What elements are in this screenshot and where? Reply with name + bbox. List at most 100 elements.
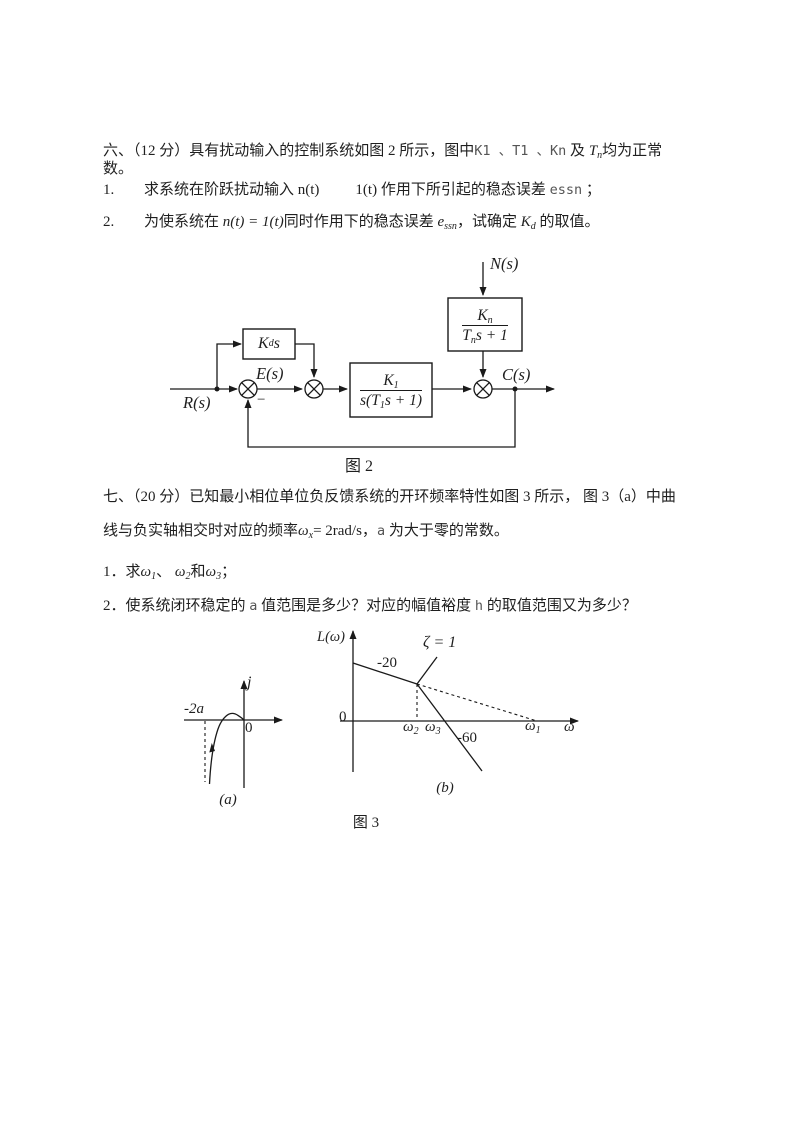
p6-item1-number: 1.	[103, 182, 115, 198]
fig3b-slope20-segment	[352, 662, 418, 685]
fig3a-zero-label: 0	[245, 720, 253, 736]
plant-den-pre: s(T	[360, 392, 380, 409]
p7-omega3-sub: 3	[216, 571, 222, 582]
noise-den-pre: T	[462, 326, 471, 344]
fig2-E-text: E(s)	[256, 364, 284, 383]
p6-item1-a: 求系统在阶跃扰动输入 n(t)	[144, 182, 320, 198]
kd-feed-line	[216, 340, 242, 389]
fig3a-minus2a-text: -2a	[184, 701, 204, 717]
fig3a-j-text: j	[247, 674, 252, 691]
fig3b-omega3-label: ω3	[425, 719, 441, 737]
fig2-minus-text: −	[257, 392, 266, 408]
noise-num-sub: n	[487, 314, 493, 326]
p6-item2-d: 的取值。	[535, 214, 600, 230]
fig3b-ylabel-text: L(ω)	[317, 629, 345, 645]
plant-block-label: K1 s(T1s + 1)	[350, 364, 432, 417]
p6-item2-e: e	[437, 214, 445, 230]
p6-item2-esub: ssn	[444, 221, 457, 232]
noise-num: K	[477, 306, 488, 324]
p6-item2-Ksub: d	[530, 221, 536, 232]
fig3-caption: 图 3	[344, 811, 388, 832]
fig3b-ylabel: L(ω)	[317, 629, 345, 645]
fig2-minus-sign: −	[257, 392, 265, 408]
fig3a-nyquist-curve	[208, 712, 245, 785]
fig3a-curve-direction-arrow	[209, 743, 215, 753]
problem7-line1: 七、（20 分）已知最小相位单位负反馈系统的开环频率特性如图 3 所示， 图 3…	[103, 488, 676, 507]
fig3b-bode-plot	[340, 630, 579, 772]
fig2-R-label: R(s)	[183, 394, 211, 412]
problem6-line1: 六、（12 分）具有扰动输入的控制系统如图 2 所示，图中K1 、T1 、Kn …	[103, 142, 662, 161]
fig3b-xlabel-text: ω	[564, 719, 575, 735]
fig3b-omega2-sub: 2	[413, 726, 419, 737]
p7-omega3: ω	[205, 564, 217, 580]
fig3b-slope20-label: -20	[377, 655, 397, 671]
sj2-cross-b	[307, 382, 321, 396]
p7-line2-omega-sub: x	[308, 530, 314, 541]
fig3a-caption: (a)	[214, 792, 242, 808]
fig3b-omega3-text: ω	[425, 719, 436, 735]
p6-item2-K: K	[520, 214, 531, 230]
p6-item2-a: 为使系统在	[144, 214, 223, 230]
plant-block-box	[349, 362, 433, 418]
sj3-cross-b	[476, 382, 490, 396]
plant-num-sub: 1	[393, 380, 399, 391]
p6-item1-end: ；	[582, 182, 601, 198]
feedback-line	[244, 389, 516, 448]
p6-line1-Tsub: n	[597, 150, 603, 161]
p7-omega1: ω	[140, 564, 152, 580]
fig2-C-label: C(s)	[502, 366, 530, 384]
problem7-line2: 线与负实轴相交时对应的频率ωx= 2rad/s，a 为大于零的常数。	[103, 522, 509, 541]
noise-block-box	[447, 297, 523, 352]
fig3b-omega3-sub: 3	[435, 726, 441, 737]
kd-suffix: s	[273, 335, 280, 352]
fig3b-caption-text: (b)	[436, 780, 454, 796]
p7-omega1-sub: 1	[151, 571, 157, 582]
p7-item2-h-const: h	[474, 598, 484, 614]
p6-item2-math: n(t) = 1(t)	[222, 214, 284, 230]
p7-sep1: 、	[156, 564, 175, 580]
fig2-block-diagram	[170, 262, 555, 448]
fig3b-zeta-text: ζ = 1	[423, 634, 457, 651]
fig2-N-label: N(s)	[490, 255, 518, 273]
fig3b-zeta-label: ζ = 1	[423, 635, 456, 651]
p6-line1-pre: 六、（12 分）具有扰动输入的控制系统如图 2 所示，图中	[103, 143, 475, 159]
fig3b-omega2-label: ω2	[403, 719, 419, 737]
noise-den-post: s + 1	[475, 326, 508, 344]
noise-block-label: Kn Tns + 1	[448, 299, 522, 351]
problem6-item2: 2. 为使系统在 n(t) = 1(t)同时作用下的稳态误差 essn，试确定 K…	[103, 213, 599, 232]
p6-item1-essn: essn	[549, 182, 583, 198]
p7-line2-omega: ω	[298, 523, 309, 539]
p7-item2-b: 值范围是多少？对应的幅值裕度	[257, 598, 475, 614]
kd-out-line	[295, 343, 318, 378]
p6-item2-b: 同时作用下的稳态误差	[283, 214, 438, 230]
fig3b-slope60-label: -60	[457, 730, 477, 746]
fig3b-slope60-segment	[416, 683, 483, 772]
p6-item2-number: 2.	[103, 214, 115, 230]
p7-line2-a-const: a	[376, 523, 386, 539]
problem6-line2: 数。	[103, 160, 133, 179]
p7-item1-end: ；	[221, 564, 237, 580]
fig2-caption-text: 图 2	[344, 458, 373, 475]
fig3b-caption: (b)	[431, 780, 459, 796]
p6-item2-c: ，试确定	[456, 214, 521, 230]
fig3b-zero-label: 0	[339, 709, 347, 725]
fig3b-omega1-sub: 1	[535, 725, 541, 736]
fig3-caption-text: 图 3	[352, 815, 380, 831]
problem7-item2: 2．使系统闭环稳定的 a 值范围是多少？对应的幅值裕度 h 的取值范围又为多少？	[103, 597, 637, 616]
p6-line2-text: 数。	[103, 161, 134, 177]
p7-item2-a: 2．使系统闭环稳定的	[103, 598, 250, 614]
fig3a-zero-text: 0	[245, 720, 253, 736]
p7-omega2-sub: 2	[185, 571, 191, 582]
p6-line1-constants: K1 、T1 、Kn	[474, 143, 567, 159]
fig2-caption: 图 2	[329, 452, 389, 476]
fig3b-xlabel: ω	[564, 719, 575, 735]
noise-den-sub: n	[470, 334, 476, 346]
p7-sep2: 和	[190, 564, 206, 580]
fig3a-caption-text: (a)	[219, 792, 237, 808]
problem6-item1: 1.求系统在阶跃扰动输入 n(t)1(t) 作用下所引起的稳态误差 essn ；	[103, 181, 601, 200]
p7-item2-c: 的取值范围又为多少？	[483, 598, 637, 614]
problem7-item1: 1．求ω1、 ω2和ω3；	[103, 563, 236, 582]
fig3b-omega1-text: ω	[525, 718, 536, 734]
fig3b-zeta-leader-line	[416, 656, 438, 685]
